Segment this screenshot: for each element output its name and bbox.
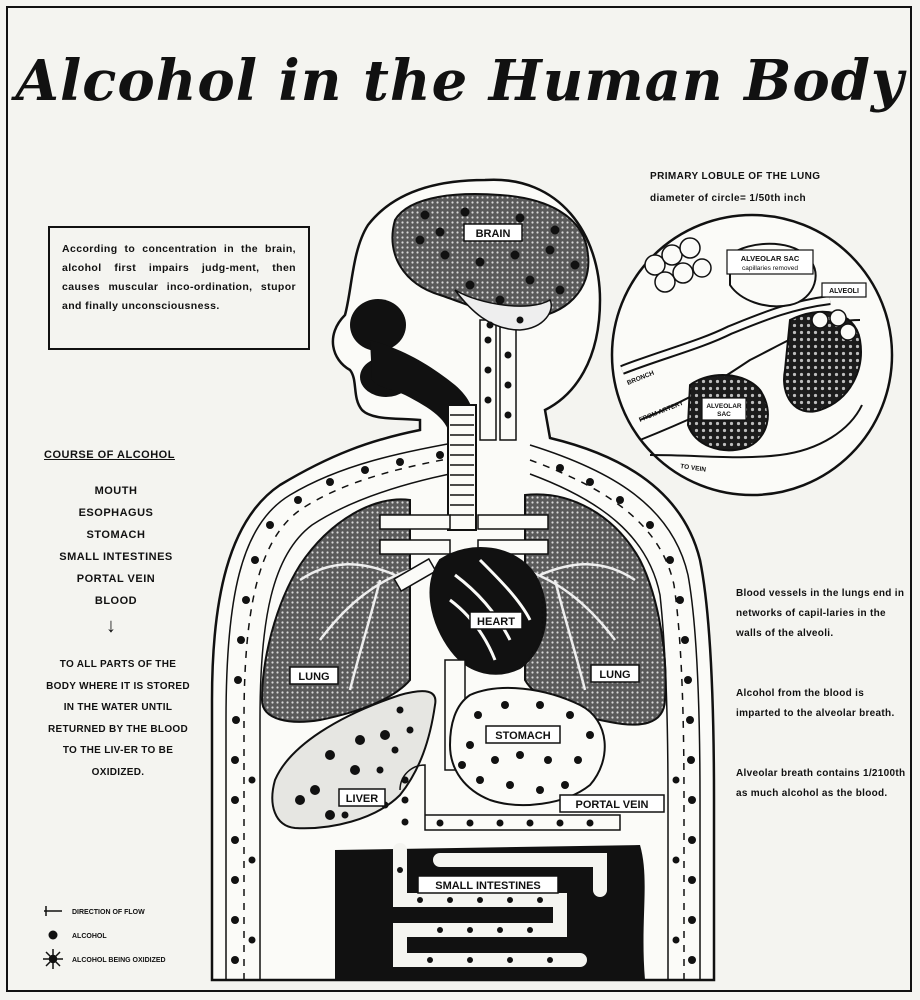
legend-oxidized-icon [43, 949, 63, 969]
small-intestines-label: SMALL INTESTINES [435, 880, 541, 892]
alveoli-label: ALVEOLI [829, 288, 859, 295]
alveolar-sac-bottom-label: ALVEOLAR [706, 403, 742, 410]
lung-right-label: LUNG [599, 669, 630, 681]
lung-left-label: LUNG [298, 671, 329, 683]
brain-label: BRAIN [476, 228, 511, 240]
capillaries-removed-label: capillaries removed [742, 265, 798, 272]
heart-label: HEART [477, 616, 515, 628]
stomach-label: STOMACH [495, 730, 550, 742]
legend-alcohol-label: ALCOHOL [72, 933, 107, 940]
legend-flow-icon [44, 906, 62, 916]
alveolar-sac-bottom-label-2: SAC [717, 411, 731, 418]
esophagus [448, 405, 476, 530]
legend-flow-label: DIRECTION OF FLOW [72, 909, 145, 916]
legend-oxidized-label: ALCOHOL BEING OXIDIZED [72, 957, 166, 964]
legend-alcohol-icon [49, 931, 58, 940]
alveolar-sac-top-label: ALVEOLAR SAC [741, 254, 800, 263]
portal-vein-label: PORTAL VEIN [576, 799, 649, 811]
liver-label: LIVER [346, 793, 378, 805]
neck-vessel-2 [500, 320, 516, 440]
